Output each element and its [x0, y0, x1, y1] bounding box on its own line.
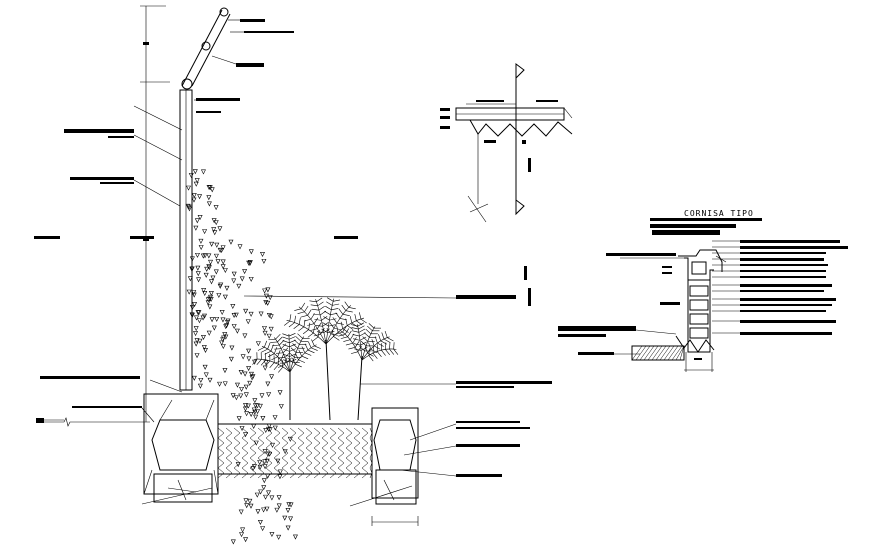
detail-title: CORNISA TIPO — [684, 209, 754, 218]
planter-box — [141, 393, 530, 526]
cornice-detail: CORNISA TIPO — [558, 209, 848, 372]
main-wall-section — [34, 5, 358, 427]
plant-foliage — [185, 169, 298, 545]
roof-edge-detail — [440, 63, 573, 223]
palm-plants — [243, 266, 552, 421]
